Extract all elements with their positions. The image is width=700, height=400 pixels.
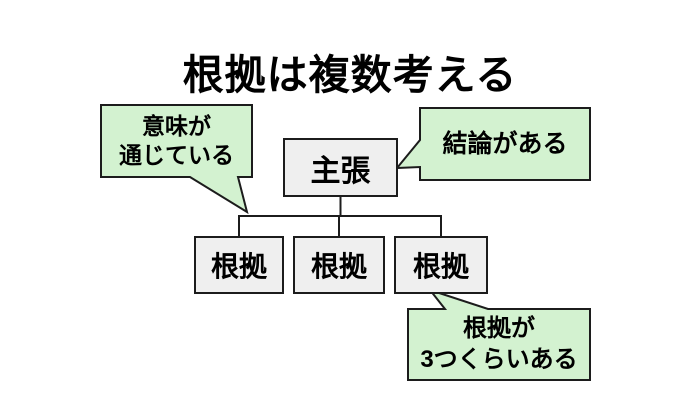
callout-count-bubble	[407, 288, 591, 381]
slide-title: 根拠は複数考える	[182, 52, 518, 99]
callout-count-label: 根拠が 3つくらいある	[408, 309, 590, 380]
evidence-box-1-shape	[194, 236, 284, 294]
callout-meaning-label: 意味が 通じている	[101, 105, 252, 177]
callout-conclusion-bubble	[394, 107, 591, 181]
claim-box-shape	[283, 138, 398, 197]
callout-meaning-bubble	[100, 104, 253, 215]
evidence-box-2-shape	[293, 236, 385, 294]
evidence-box-1-label: 根拠	[210, 251, 267, 282]
claim-box-label: 主張	[310, 154, 371, 188]
callout-conclusion-label: 結論がある	[420, 108, 590, 180]
evidence-box-3-shape	[394, 236, 488, 294]
callout-count-line-2: 3つくらいある	[420, 345, 578, 373]
callout-count-line-1: 根拠が	[463, 314, 535, 342]
callout-conclusion-line-1: 結論がある	[442, 130, 568, 158]
evidence-box-2-label: 根拠	[310, 251, 367, 282]
evidence-box-3-label: 根拠	[412, 251, 469, 282]
connector-lines	[238, 196, 442, 237]
callout-meaning-line-2: 通じている	[119, 142, 234, 168]
callout-meaning-line-1: 意味が	[142, 112, 211, 139]
